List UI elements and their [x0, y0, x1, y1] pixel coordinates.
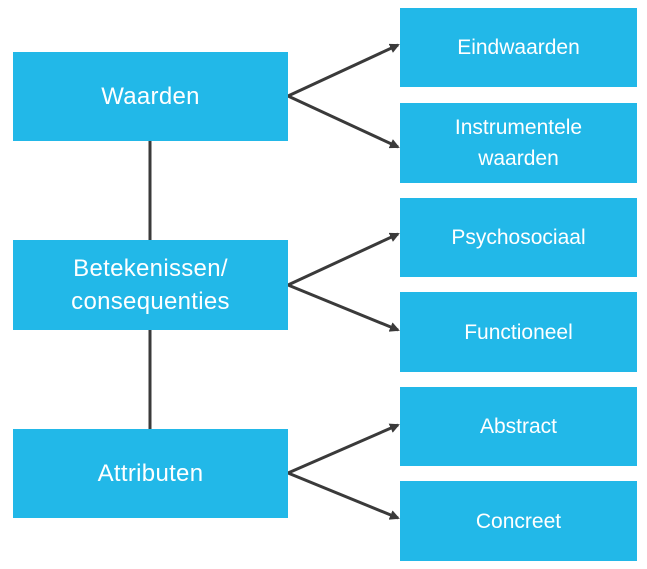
arrow-attributen-concreet	[287, 471, 400, 520]
sub-label-abstract: Abstract	[479, 415, 558, 438]
arrow-betekenissen-functioneel	[287, 283, 400, 332]
level-box-attributen: Attributen	[13, 429, 288, 518]
sub-label-psychosociaal: Psychosociaal	[451, 226, 586, 249]
arrow-attributen-abstract	[287, 423, 400, 475]
arrow-betekenissen-psychosociaal	[287, 232, 400, 287]
level-box-betekenissen: Betekenissen/ consequenties	[13, 240, 288, 330]
sub-label-eindwaarden: Eindwaarden	[457, 36, 580, 59]
arrow-waarden-instrumentele	[287, 94, 400, 149]
level-label-betekenissen: Betekenissen/ consequenties	[71, 255, 230, 315]
sub-label-functioneel: Functioneel	[464, 320, 573, 344]
sub-label-instrumentele-waarden: Instrumentele waarden	[454, 116, 583, 170]
sub-box-functioneel: Functioneel	[400, 292, 637, 372]
sub-box-instrumentele-waarden: Instrumentele waarden	[400, 103, 637, 183]
sub-label-concreet: Concreet	[475, 509, 562, 533]
level-label-attributen: Attributen	[97, 460, 204, 487]
level-label-waarden: Waarden	[101, 83, 200, 110]
sub-box-abstract: Abstract	[400, 387, 637, 466]
arrow-waarden-eindwaarden	[287, 43, 400, 98]
sub-box-psychosociaal: Psychosociaal	[400, 198, 637, 277]
sub-box-eindwaarden: Eindwaarden	[400, 8, 637, 87]
level-box-waarden: Waarden	[13, 52, 288, 141]
sub-box-concreet: Concreet	[400, 481, 637, 561]
